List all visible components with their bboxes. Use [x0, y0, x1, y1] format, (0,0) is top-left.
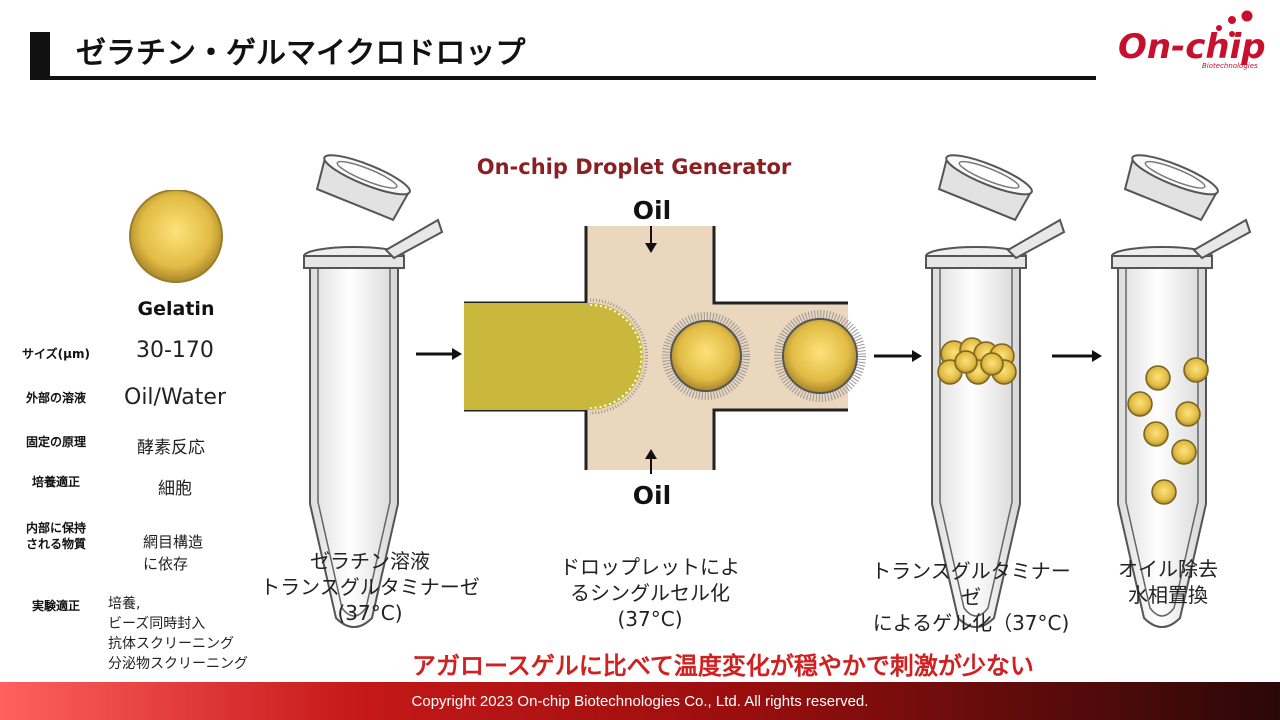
- property-value-culture: 細胞: [158, 479, 192, 499]
- logo-text: On-chip: [1118, 27, 1266, 67]
- generator-title: On-chip Droplet Generator: [477, 155, 792, 179]
- droplet-generator: On-chip Droplet Generator Oil Oil: [464, 155, 866, 510]
- tube-gelatin-solution: [303, 147, 443, 628]
- page-title: ゼラチン・ゲルマイクロドロップ: [76, 36, 526, 71]
- gelatin-bead-icon: [129, 190, 223, 283]
- logo-dot: [1241, 10, 1253, 22]
- caption-oil-removal: オイル除去 水相置換: [1118, 557, 1218, 607]
- footer-bar: Copyright 2023 On-chip Biotechnologies C…: [0, 682, 1280, 720]
- property-label-size: サイズ(μm): [22, 347, 90, 361]
- property-label-culture: 培養適正: [31, 475, 80, 489]
- dispersed-beads: [1127, 357, 1209, 505]
- caption-droplet-generation: ドロップレットによ るシングルセル化 (37°C): [560, 555, 740, 631]
- property-label-retained: 内部に保持 される物質: [25, 521, 86, 551]
- arrow-up-icon: [645, 449, 657, 459]
- bead-cluster: [937, 337, 1017, 385]
- property-value-principle: 酵素反応: [137, 438, 205, 458]
- company-logo: On-chip Biotechnologies: [1118, 10, 1266, 70]
- tube-beads-in-water: [1111, 147, 1251, 628]
- logo-dot: [1216, 25, 1222, 31]
- property-value-external: Oil/Water: [124, 385, 226, 410]
- copyright-text: Copyright 2023 On-chip Biotechnologies C…: [411, 693, 869, 710]
- property-label-principle: 固定の原理: [25, 435, 86, 449]
- property-label-external: 外部の溶液: [25, 391, 86, 405]
- tube-gelled-beads: [925, 147, 1065, 628]
- logo-subtext: Biotechnologies: [1202, 62, 1258, 70]
- caption-gelation: トランスグルタミナー ゼ によるゲル化（37°C): [871, 559, 1071, 635]
- caption-gelatin-solution: ゼラチン溶液 トランスグルタミナーゼ (37°C): [260, 549, 480, 625]
- droplet-bead: [662, 312, 750, 400]
- oil-label-bottom: Oil: [633, 481, 671, 510]
- arrow-down-icon: [645, 243, 657, 253]
- property-value-retained: 網目構造 に依存: [143, 533, 204, 573]
- title-underline: [30, 76, 1096, 80]
- arrow-right-icon: [416, 348, 462, 360]
- arrow-right-icon: [874, 350, 922, 362]
- highlight-statement: アガロースゲルに比べて温度変化が穏やかで刺激が少ない: [412, 652, 1034, 680]
- gel-stream: [464, 303, 644, 410]
- oil-label-top: Oil: [633, 196, 671, 225]
- property-value-size: 30-170: [136, 338, 214, 363]
- property-value-experiment: 培養, ビーズ同時封入 抗体スクリーニング 分泌物スクリーニング: [108, 596, 248, 672]
- arrow-right-icon: [1052, 350, 1102, 362]
- logo-dot: [1229, 31, 1235, 37]
- property-label-experiment: 実験適正: [31, 599, 80, 613]
- logo-dot: [1228, 16, 1236, 24]
- title-accent-bar: [30, 32, 50, 78]
- droplet-bead: [774, 310, 866, 402]
- material-name: Gelatin: [137, 298, 215, 320]
